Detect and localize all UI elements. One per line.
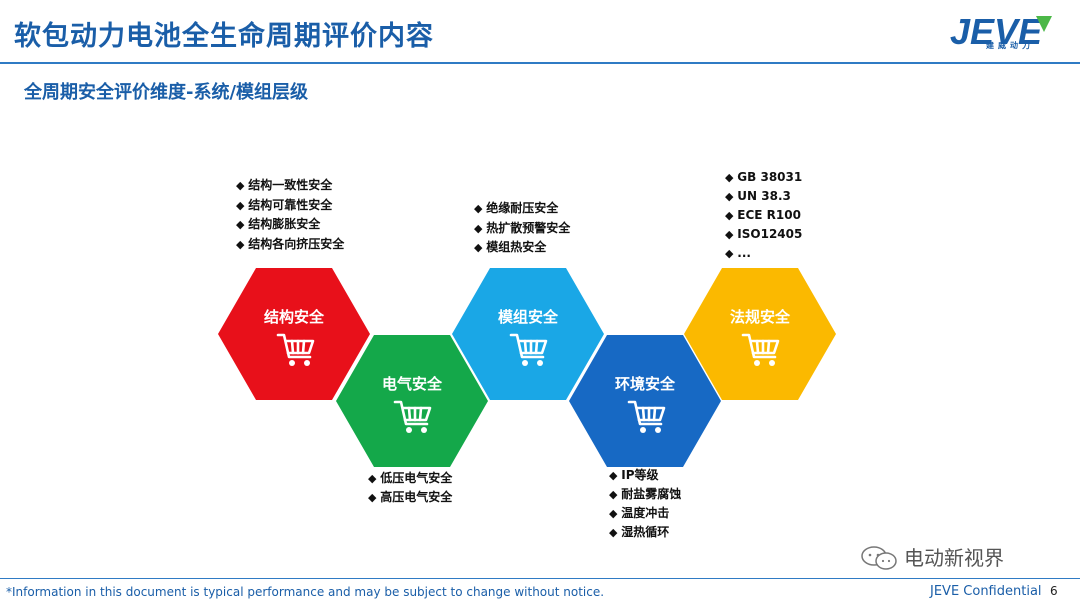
hexagon-structure: [218, 268, 370, 400]
logo-subtext: 建威动力: [986, 41, 1034, 50]
hexagon-label-module: 模组安全: [497, 308, 558, 326]
hexagon-label-regulation: 法规安全: [729, 308, 790, 326]
footer-note: *Information in this document is typical…: [6, 585, 605, 599]
list-item: 高压电气安全: [368, 488, 452, 507]
list-item: UN 38.3: [725, 187, 802, 206]
cart-icon: [393, 400, 432, 433]
list-item: 耐盐雾腐蚀: [609, 485, 681, 504]
page-number: 6: [1050, 584, 1058, 598]
hexagon-label-electrical: 电气安全: [381, 375, 442, 393]
structure-bullets: 结构一致性安全 结构可靠性安全 结构膨胀安全 结构各向挤压安全: [236, 176, 344, 254]
list-item: 结构可靠性安全: [236, 196, 344, 216]
list-item: ECE R100: [725, 206, 802, 225]
section-subtitle: 全周期安全评价维度-系统/模组层级: [24, 82, 309, 103]
list-item: 绝缘耐压安全: [474, 199, 570, 219]
hexagon-regulation: [684, 268, 836, 400]
list-item: 热扩散预警安全: [474, 219, 570, 239]
environment-bullets: IP等级 耐盐雾腐蚀 温度冲击 湿热循环: [609, 466, 681, 542]
cart-icon: [741, 333, 780, 366]
module-bullets: 绝缘耐压安全 热扩散预警安全 模组热安全: [474, 199, 570, 258]
hexagon-electrical: [336, 335, 488, 467]
list-item: ...: [725, 244, 802, 263]
hexagon-label-environment: 环境安全: [614, 375, 675, 393]
jeve-logo: JEVE: [950, 11, 1052, 52]
cart-icon: [509, 333, 548, 366]
hexagon-environment: [569, 335, 721, 467]
logo-text: JEVE: [950, 11, 1043, 52]
list-item: ISO12405: [725, 225, 802, 244]
cart-icon: [276, 333, 315, 366]
hexagon-module: [452, 268, 604, 400]
list-item: 结构各向挤压安全: [236, 235, 344, 255]
electrical-bullets: 低压电气安全 高压电气安全: [368, 469, 452, 507]
footer-divider: [0, 578, 1080, 579]
list-item: IP等级: [609, 466, 681, 485]
wechat-icon: [861, 546, 897, 570]
list-item: 结构一致性安全: [236, 176, 344, 196]
list-item: 低压电气安全: [368, 469, 452, 488]
list-item: GB 38031: [725, 168, 802, 187]
list-item: 模组热安全: [474, 238, 570, 258]
cart-icon: [627, 400, 666, 433]
title-divider: [0, 62, 1080, 64]
page-title: 软包动力电池全生命周期评价内容: [14, 21, 434, 52]
hexagon-label-structure: 结构安全: [263, 308, 324, 326]
list-item: 湿热循环: [609, 523, 681, 542]
list-item: 温度冲击: [609, 504, 681, 523]
regulation-bullets: GB 38031 UN 38.3 ECE R100 ISO12405 ...: [725, 168, 802, 263]
footer-confidential: JEVE Confidential: [930, 584, 1042, 599]
list-item: 结构膨胀安全: [236, 215, 344, 235]
watermark-text: 电动新视界: [904, 546, 1004, 570]
